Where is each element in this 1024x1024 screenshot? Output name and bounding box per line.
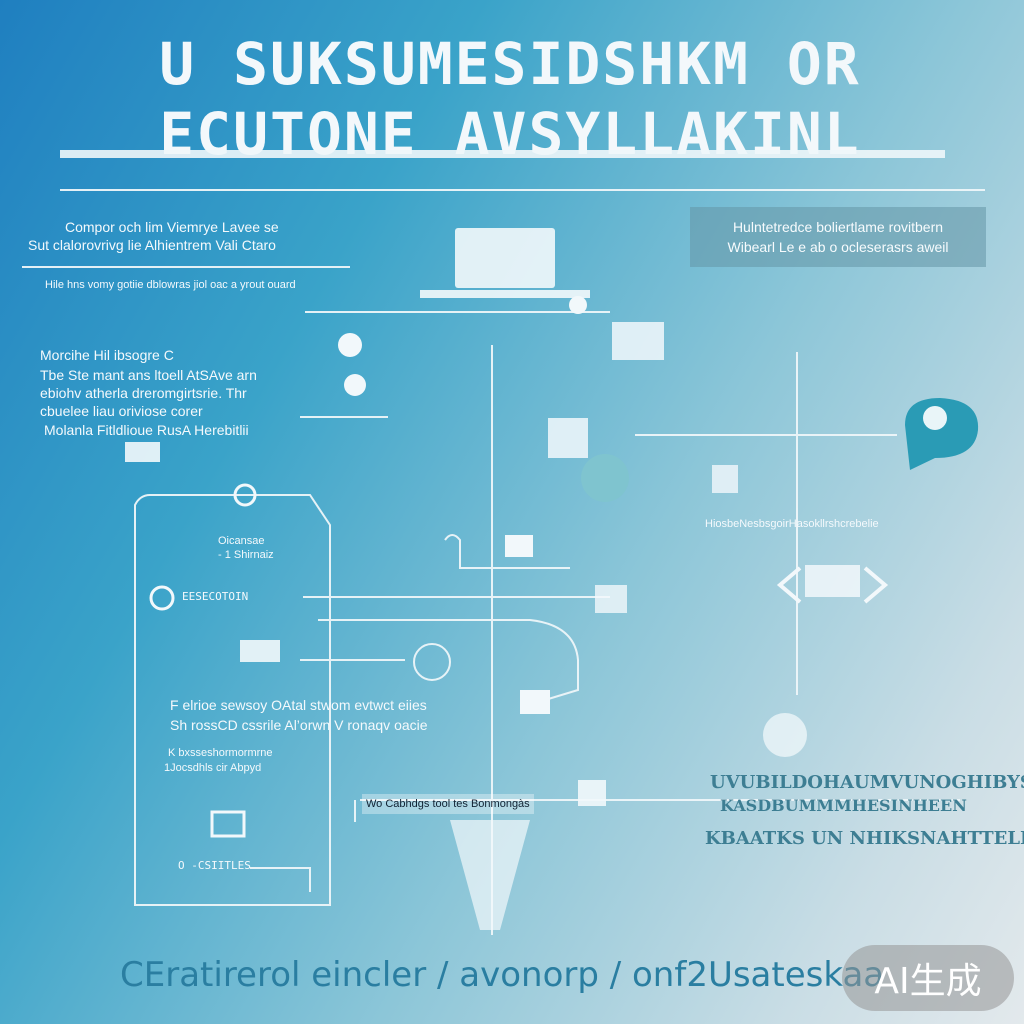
code-icon <box>805 565 860 597</box>
left-mid-text-4: cbuelee liau oriviose corer <box>40 403 203 419</box>
vehicle-icon <box>125 442 160 462</box>
inner-label-6: K bxsseshormormrne <box>168 747 273 759</box>
center-caption: Wo Cabhdgs tool tes Bonmongàs <box>362 794 534 814</box>
user-icon <box>338 333 362 357</box>
robot-icon <box>763 713 807 757</box>
left-top-text-3: Hile hns vomy gotiie dblowras jiol oac a… <box>45 279 296 291</box>
left-mid-text-3: ebiohv atherla dreromgirtsrie. Thr <box>40 385 247 401</box>
inner-label-1: Oicansae <box>218 535 265 547</box>
angle-brackets-icon <box>776 566 889 604</box>
right-box-line-2: Wibearl Le e ab o ocleserasrs aweil <box>727 239 949 255</box>
monitor-icon <box>612 322 664 360</box>
title-underline <box>60 150 945 158</box>
user-icon-2 <box>344 374 366 396</box>
camera-icon <box>233 483 257 507</box>
left-mid-text-2: Tbe Ste mant ans ltoell AtSAve arn <box>40 367 257 383</box>
inner-label-5: Sh rossCD cssrile Al’orwn V ronaqv oacie <box>170 717 428 733</box>
ai-generated-badge: AI生成 <box>842 945 1014 1011</box>
tower-icon <box>450 820 530 930</box>
left-top-text-1: Compor och lim Viemrye Lavee se <box>65 219 279 235</box>
inner-label-8: O -CSIITLES <box>178 859 251 872</box>
box-icon <box>210 810 246 838</box>
diagram-icons <box>125 228 860 930</box>
right-info-box: Hulntetredce boliertlame rovitbern Wibea… <box>690 207 986 267</box>
server-icon <box>505 535 533 557</box>
cluster-icon <box>595 585 627 613</box>
title-line-1: U SUKSUMESIDSHKM OR <box>159 30 861 98</box>
cube-icon <box>712 465 738 493</box>
globe-icon <box>581 454 629 502</box>
computer-icon <box>520 690 550 714</box>
right-mid-text: HiosbeNesbsgoirHasokllrshcrebelie <box>705 518 879 530</box>
chat-bubble-icon <box>905 398 979 470</box>
left-mid-text-1: Morcihe Hil ibsogre C <box>40 347 174 363</box>
laptop-icon <box>455 228 555 288</box>
left-mid-text-5: Molanla Fitldlioue RusA Herebitlii <box>44 422 249 438</box>
footer-text: CEratirerol eincler / avonorp / onf2Usat… <box>120 955 885 995</box>
right-box-line-1: Hulntetredce boliertlame rovitbern <box>732 219 944 235</box>
inner-label-4: F elrioe sewsoy OAtal stwom evtwct eiies <box>170 697 427 713</box>
chip-icon <box>240 640 280 662</box>
document-icon <box>548 418 588 458</box>
network-icon <box>149 585 175 611</box>
right-bold-text-1: UVUBILDOHAUMVUNOGHIBYS <box>710 772 1024 793</box>
inner-label-7: 1Jocsdhls cir Abpyd <box>164 762 262 774</box>
chart-icon <box>578 780 606 806</box>
left-top-text-2: Sut clalorovrivg lie Alhientrem Vali Cta… <box>28 237 276 253</box>
gear-icon <box>569 296 587 314</box>
right-bold-text-3: KBAATKS UN NHIKSNAHTTELL <box>705 828 1024 849</box>
right-bold-text-2: KASDBUMMMHESINHEEN <box>720 796 967 815</box>
inner-label-3: EESECOTOIN <box>182 590 249 603</box>
inner-label-2: - 1 Shirnaiz <box>218 549 274 561</box>
